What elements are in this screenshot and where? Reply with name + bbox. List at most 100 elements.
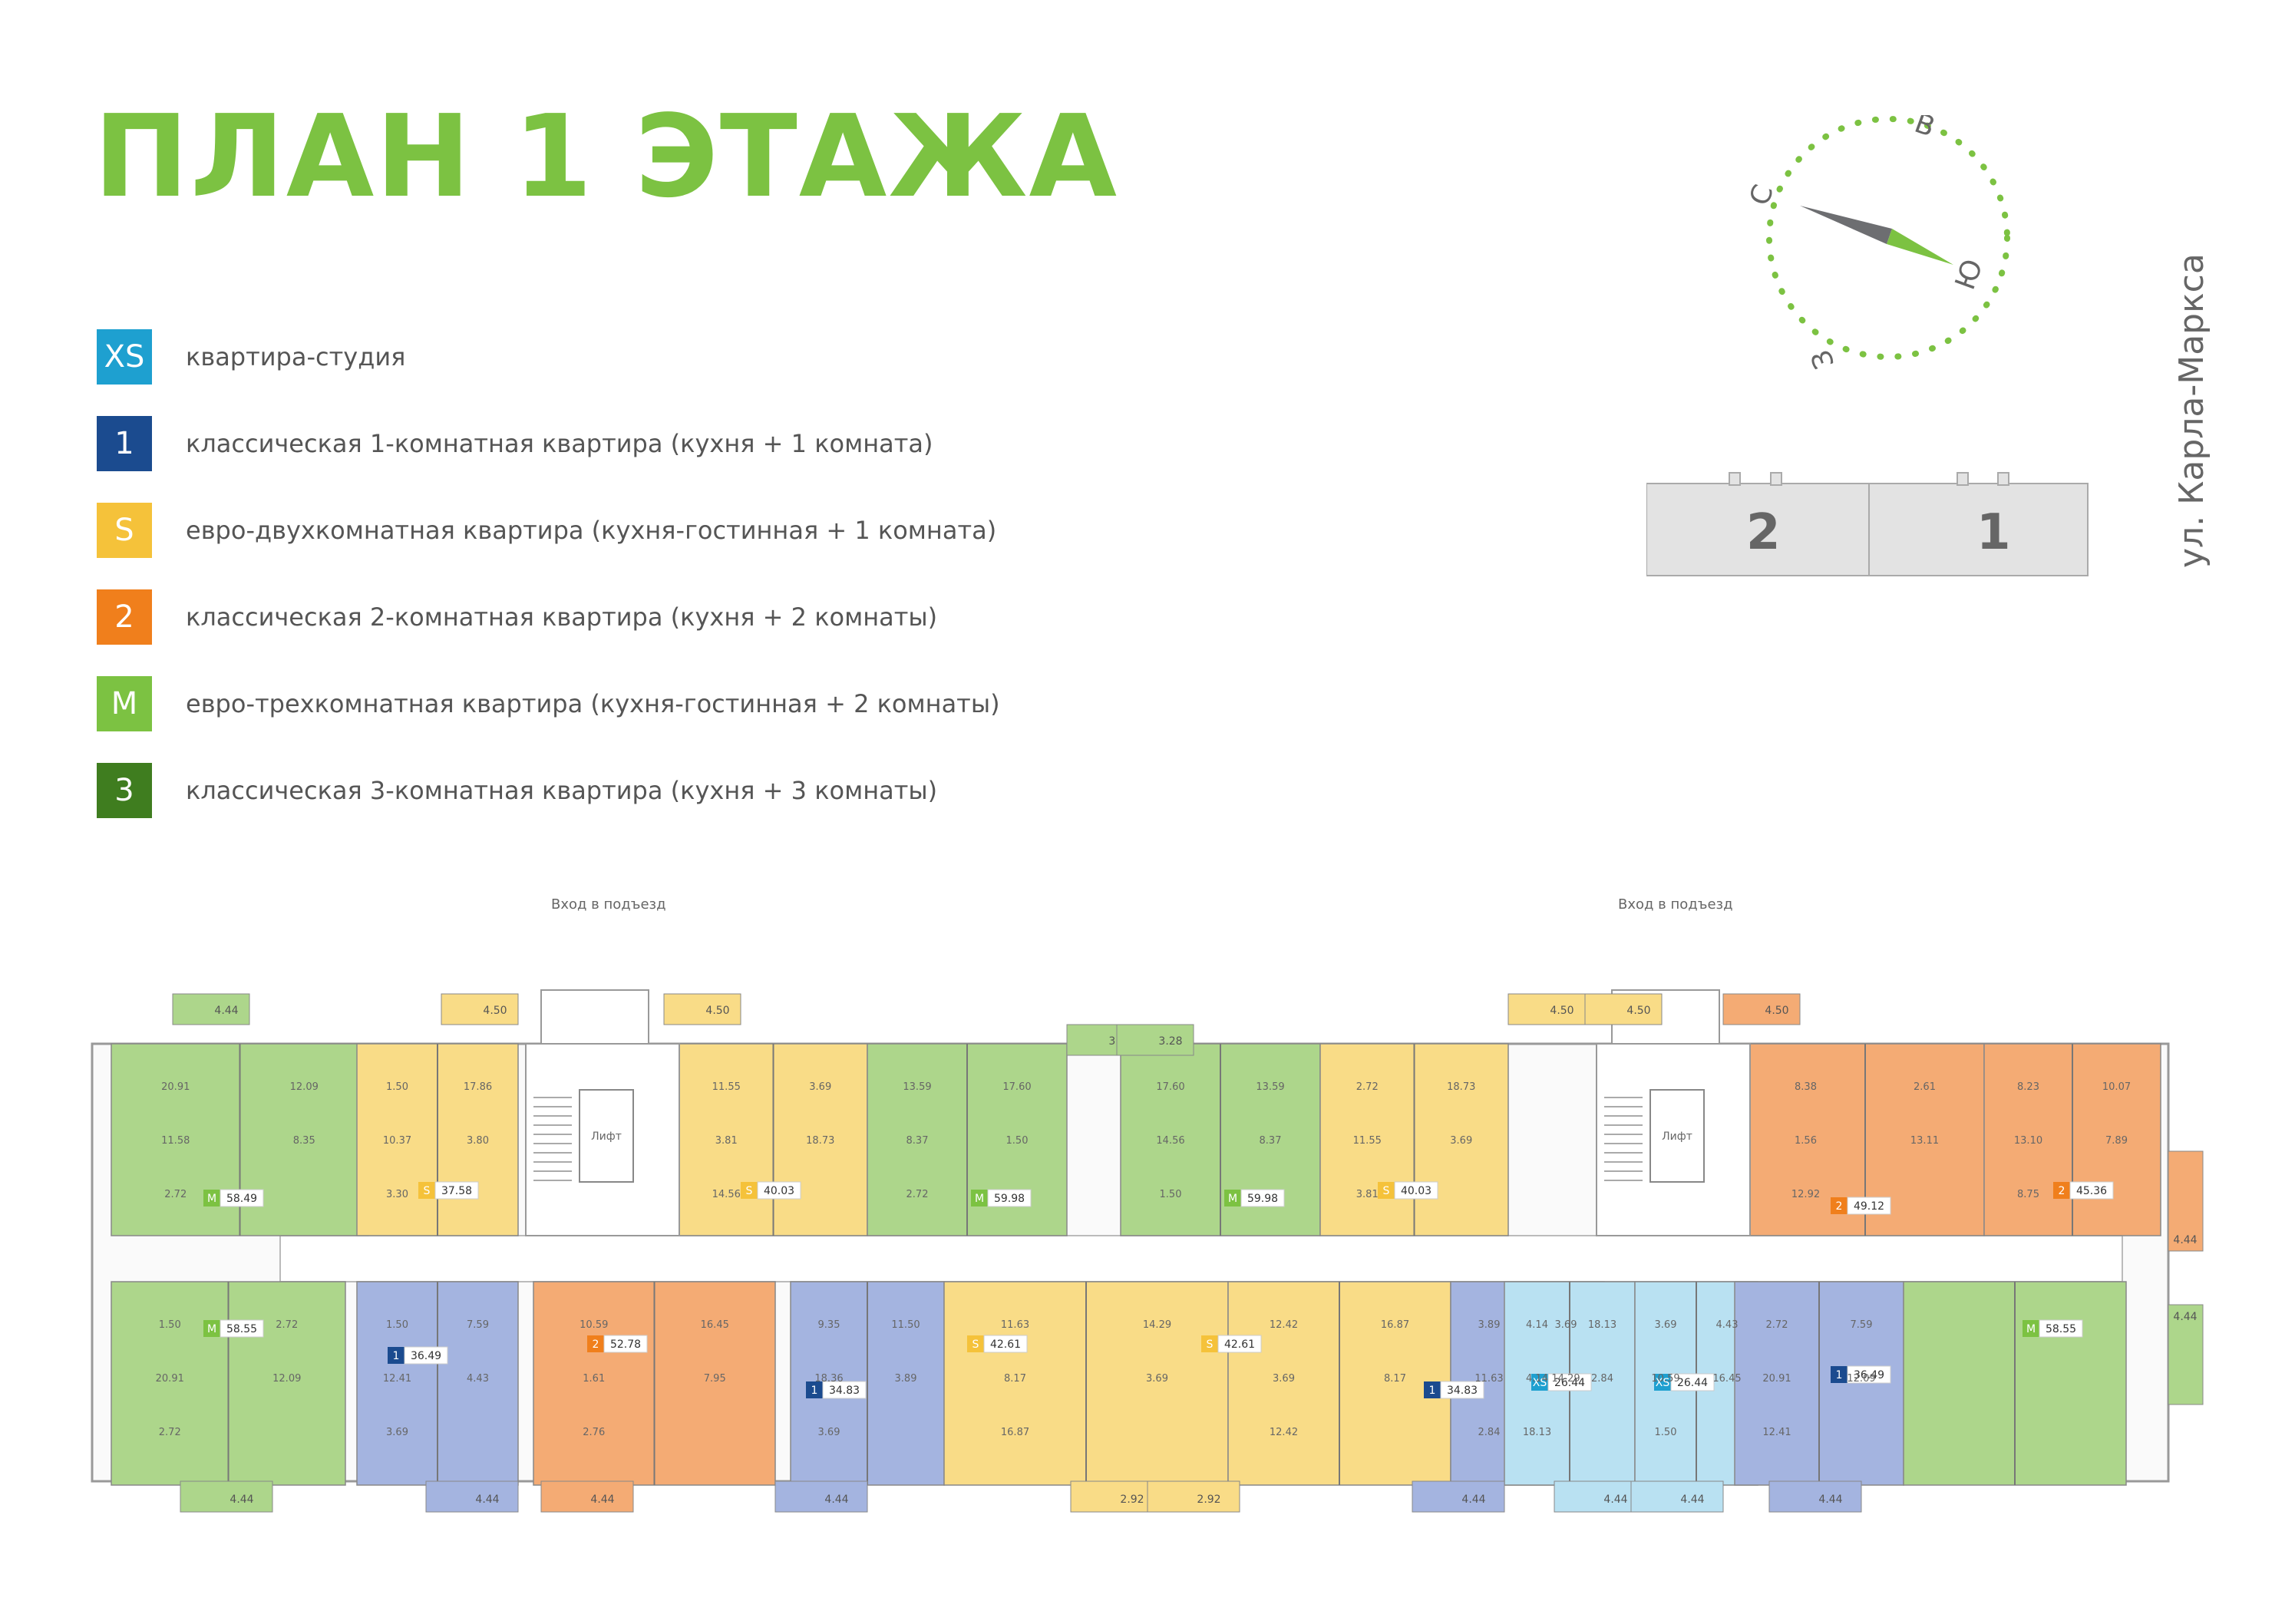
apartment-15-code: 1 [1429,1385,1436,1397]
legend-badge-2: 2 [97,589,152,645]
legend-item-m: M евро-трехкомнатная квартира (кухня-гос… [97,675,1000,732]
apartment-7-area-box [1847,1197,1891,1215]
balcony-bottom-2 [425,1480,519,1513]
apartment-8-badge [2053,1182,2070,1199]
room-area: 7.59 [1851,1319,1873,1331]
compass-needle-south [1887,229,1953,265]
room-area: 13.10 [2014,1135,2042,1147]
apartment-18-area-box [1847,1365,1891,1384]
section-2-label: 2 [1746,504,1781,561]
room-area: 3.69 [1555,1319,1577,1331]
apartment-7-code: 2 [1836,1200,1843,1213]
apartment-1-code: M [207,1193,216,1205]
apartment-17-code: XS [1656,1377,1670,1389]
apartment-19-area-box [2039,1319,2083,1338]
legend-item-xs: XS квартира-студия [97,328,1000,385]
legend-text-3: классическая 3-комнатная квартира (кухня… [186,776,938,805]
apartment-3-area: 40.03 [764,1185,794,1197]
apartment-13-badge [967,1335,984,1352]
room-area: 2.84 [1591,1373,1613,1385]
apartment-3-area-box [757,1181,801,1200]
entrance-vestibule-1 [540,989,649,1045]
lift-shaft-1 [579,1089,634,1183]
room-area: 10.59 [1651,1373,1679,1385]
room-area: 12.92 [1791,1189,1820,1200]
room-area: 17.86 [464,1081,492,1093]
apartment-13-area: 42.61 [990,1338,1021,1351]
section-1-block [1868,483,2089,576]
apartment-5-area-box [1240,1189,1285,1207]
apartment-14-code: S [1207,1338,1214,1351]
room-area: 11.58 [161,1135,190,1147]
room-area: 14.29 [1551,1373,1580,1385]
apartment-19-badge [2023,1320,2039,1337]
balcony-top-2-area: 4.50 [483,1005,507,1017]
room-area: 13.11 [1910,1135,1939,1147]
section-map: 2 1 [1646,472,2089,576]
room-area: 3.81 [715,1135,738,1147]
room-area: 16.87 [1381,1319,1409,1331]
apartment-10-badge [388,1347,405,1364]
lift-label-1: Лифт [591,1131,622,1143]
room-area: 3.30 [386,1189,408,1200]
apartment-5-area: 59.98 [1247,1193,1278,1205]
apartment-2-area: 37.58 [441,1185,472,1197]
room-area: 8.37 [906,1135,929,1147]
balcony-top-7 [1584,993,1663,1025]
apartment-12-badge [806,1381,823,1398]
room-area: 12.09 [272,1373,301,1385]
room-area: 14.56 [712,1189,741,1200]
apartment-15-area: 34.83 [1447,1385,1478,1397]
room-area: 8.17 [1004,1373,1026,1385]
room-area: 18.13 [1523,1427,1551,1438]
balcony-side-2-area: 4.44 [2173,1311,2197,1323]
room-area: 16.45 [1712,1373,1741,1385]
compass-needle-north [1800,206,1892,244]
room-area: 11.63 [1001,1319,1029,1331]
page-title: ПЛАН 1 ЭТАЖА [94,91,1119,223]
balcony-top-3 [663,993,741,1025]
room-area: 11.55 [1353,1135,1382,1147]
apartment-17-area: 26.44 [1677,1377,1708,1389]
room-area: 2.72 [276,1319,298,1331]
room-area: 4.14 [1526,1373,1548,1385]
room-area: 18.36 [814,1373,843,1385]
balcony-bottom-7-area: 4.44 [1461,1494,1485,1506]
balcony-bottom-10 [1768,1480,1862,1513]
apartment-11-badge [587,1335,604,1352]
room-area: 2.72 [1356,1081,1379,1093]
room-area: 8.17 [1384,1373,1406,1385]
legend: XS квартира-студия 1 классическая 1-комн… [97,328,1000,849]
legend-badge-m: M [97,676,152,731]
room-area: 1.50 [1160,1189,1182,1200]
legend-badge-s: S [97,503,152,558]
legend-text-2: классическая 2-комнатная квартира (кухня… [186,602,938,632]
balcony-top-8-area: 4.50 [1765,1005,1788,1017]
room-area: 4.14 [1526,1319,1548,1331]
apartment-15-area-box [1440,1381,1484,1399]
room-area: 7.89 [2105,1135,2128,1147]
apartment-18-area: 36.49 [1854,1369,1884,1381]
street-label: ул. Карла-Маркса [2172,253,2211,568]
balcony-bottom-9 [1630,1480,1724,1513]
room-area: 18.73 [806,1135,834,1147]
balcony-top-6 [1507,993,1586,1025]
apartment-19-code: M [2026,1323,2036,1335]
balcony-top-1 [172,993,250,1025]
room-area: 10.37 [383,1135,411,1147]
room-area: 17.60 [1002,1081,1031,1093]
apartment-6-badge [1378,1182,1395,1199]
balcony-top-5-area: 3.28 [1158,1035,1182,1048]
room-area: 12.09 [290,1081,319,1093]
balcony-top-8 [1722,993,1801,1025]
balcony-top-7-area: 4.50 [1626,1005,1650,1017]
balcony-bottom-7 [1412,1480,1505,1513]
balcony-top-3-area: 4.50 [705,1005,729,1017]
room-area: 12.42 [1270,1427,1298,1438]
room-area: 3.69 [1146,1373,1168,1385]
balcony-side-2 [2168,1304,2204,1405]
balcony-side-1-area: 4.44 [2173,1234,2197,1246]
apartment-4-area: 59.98 [994,1193,1025,1205]
room-area: 2.76 [583,1427,605,1438]
